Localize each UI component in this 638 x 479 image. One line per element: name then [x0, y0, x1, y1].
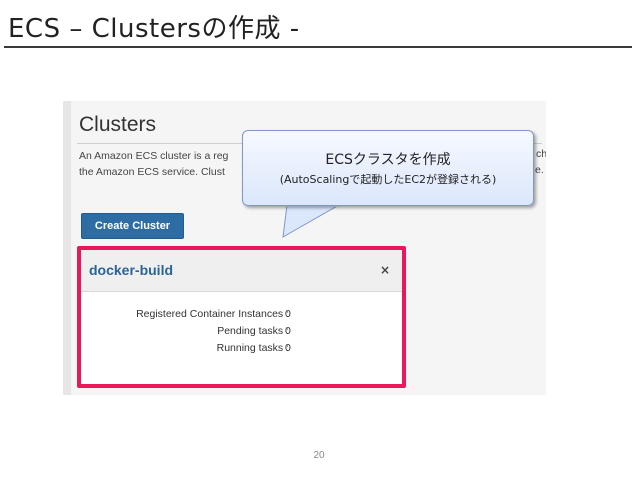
stat-label: Running tasks :: [216, 342, 289, 354]
stat-label: Registered Container Instances :: [136, 308, 289, 320]
cluster-card: docker-build × Registered Container Inst…: [77, 246, 406, 388]
stat-pending-tasks: Pending tasks : 0: [81, 325, 402, 342]
clusters-heading: Clusters: [79, 113, 157, 136]
description-line-2: the Amazon ECS service. Clust: [79, 166, 225, 178]
stat-value: 0: [285, 308, 291, 320]
close-icon[interactable]: ×: [379, 263, 390, 277]
title-divider: [4, 46, 632, 48]
callout-bubble: ECSクラスタを作成 (AutoScalingで起動したEC2が登録される): [242, 130, 534, 206]
stat-running-tasks: Running tasks : 0: [81, 342, 402, 359]
callout-title: ECSクラスタを作成: [325, 152, 451, 168]
clusters-description: An Amazon ECS cluster is a reg the Amazo…: [79, 148, 546, 180]
slide-title: ECS – Clustersの作成 -: [8, 14, 300, 44]
description-line-1-end: ch: [536, 148, 546, 160]
create-cluster-button[interactable]: Create Cluster: [81, 213, 184, 239]
stat-label: Pending tasks :: [217, 325, 289, 337]
console-left-border: [63, 101, 71, 395]
cluster-stats: Registered Container Instances : 0 Pendi…: [81, 308, 402, 359]
callout-pointer: [282, 205, 341, 238]
stat-value: 0: [285, 342, 291, 354]
cluster-name-link[interactable]: docker-build: [89, 262, 174, 278]
description-line-1: An Amazon ECS cluster is a reg: [79, 150, 229, 162]
cluster-card-header: docker-build ×: [81, 250, 402, 292]
stat-registered-instances: Registered Container Instances : 0: [81, 308, 402, 325]
page-number: 20: [313, 450, 325, 461]
description-line-2-end: e.: [535, 164, 544, 176]
callout-subtitle: (AutoScalingで起動したEC2が登録される): [279, 173, 497, 186]
stat-value: 0: [285, 325, 291, 337]
